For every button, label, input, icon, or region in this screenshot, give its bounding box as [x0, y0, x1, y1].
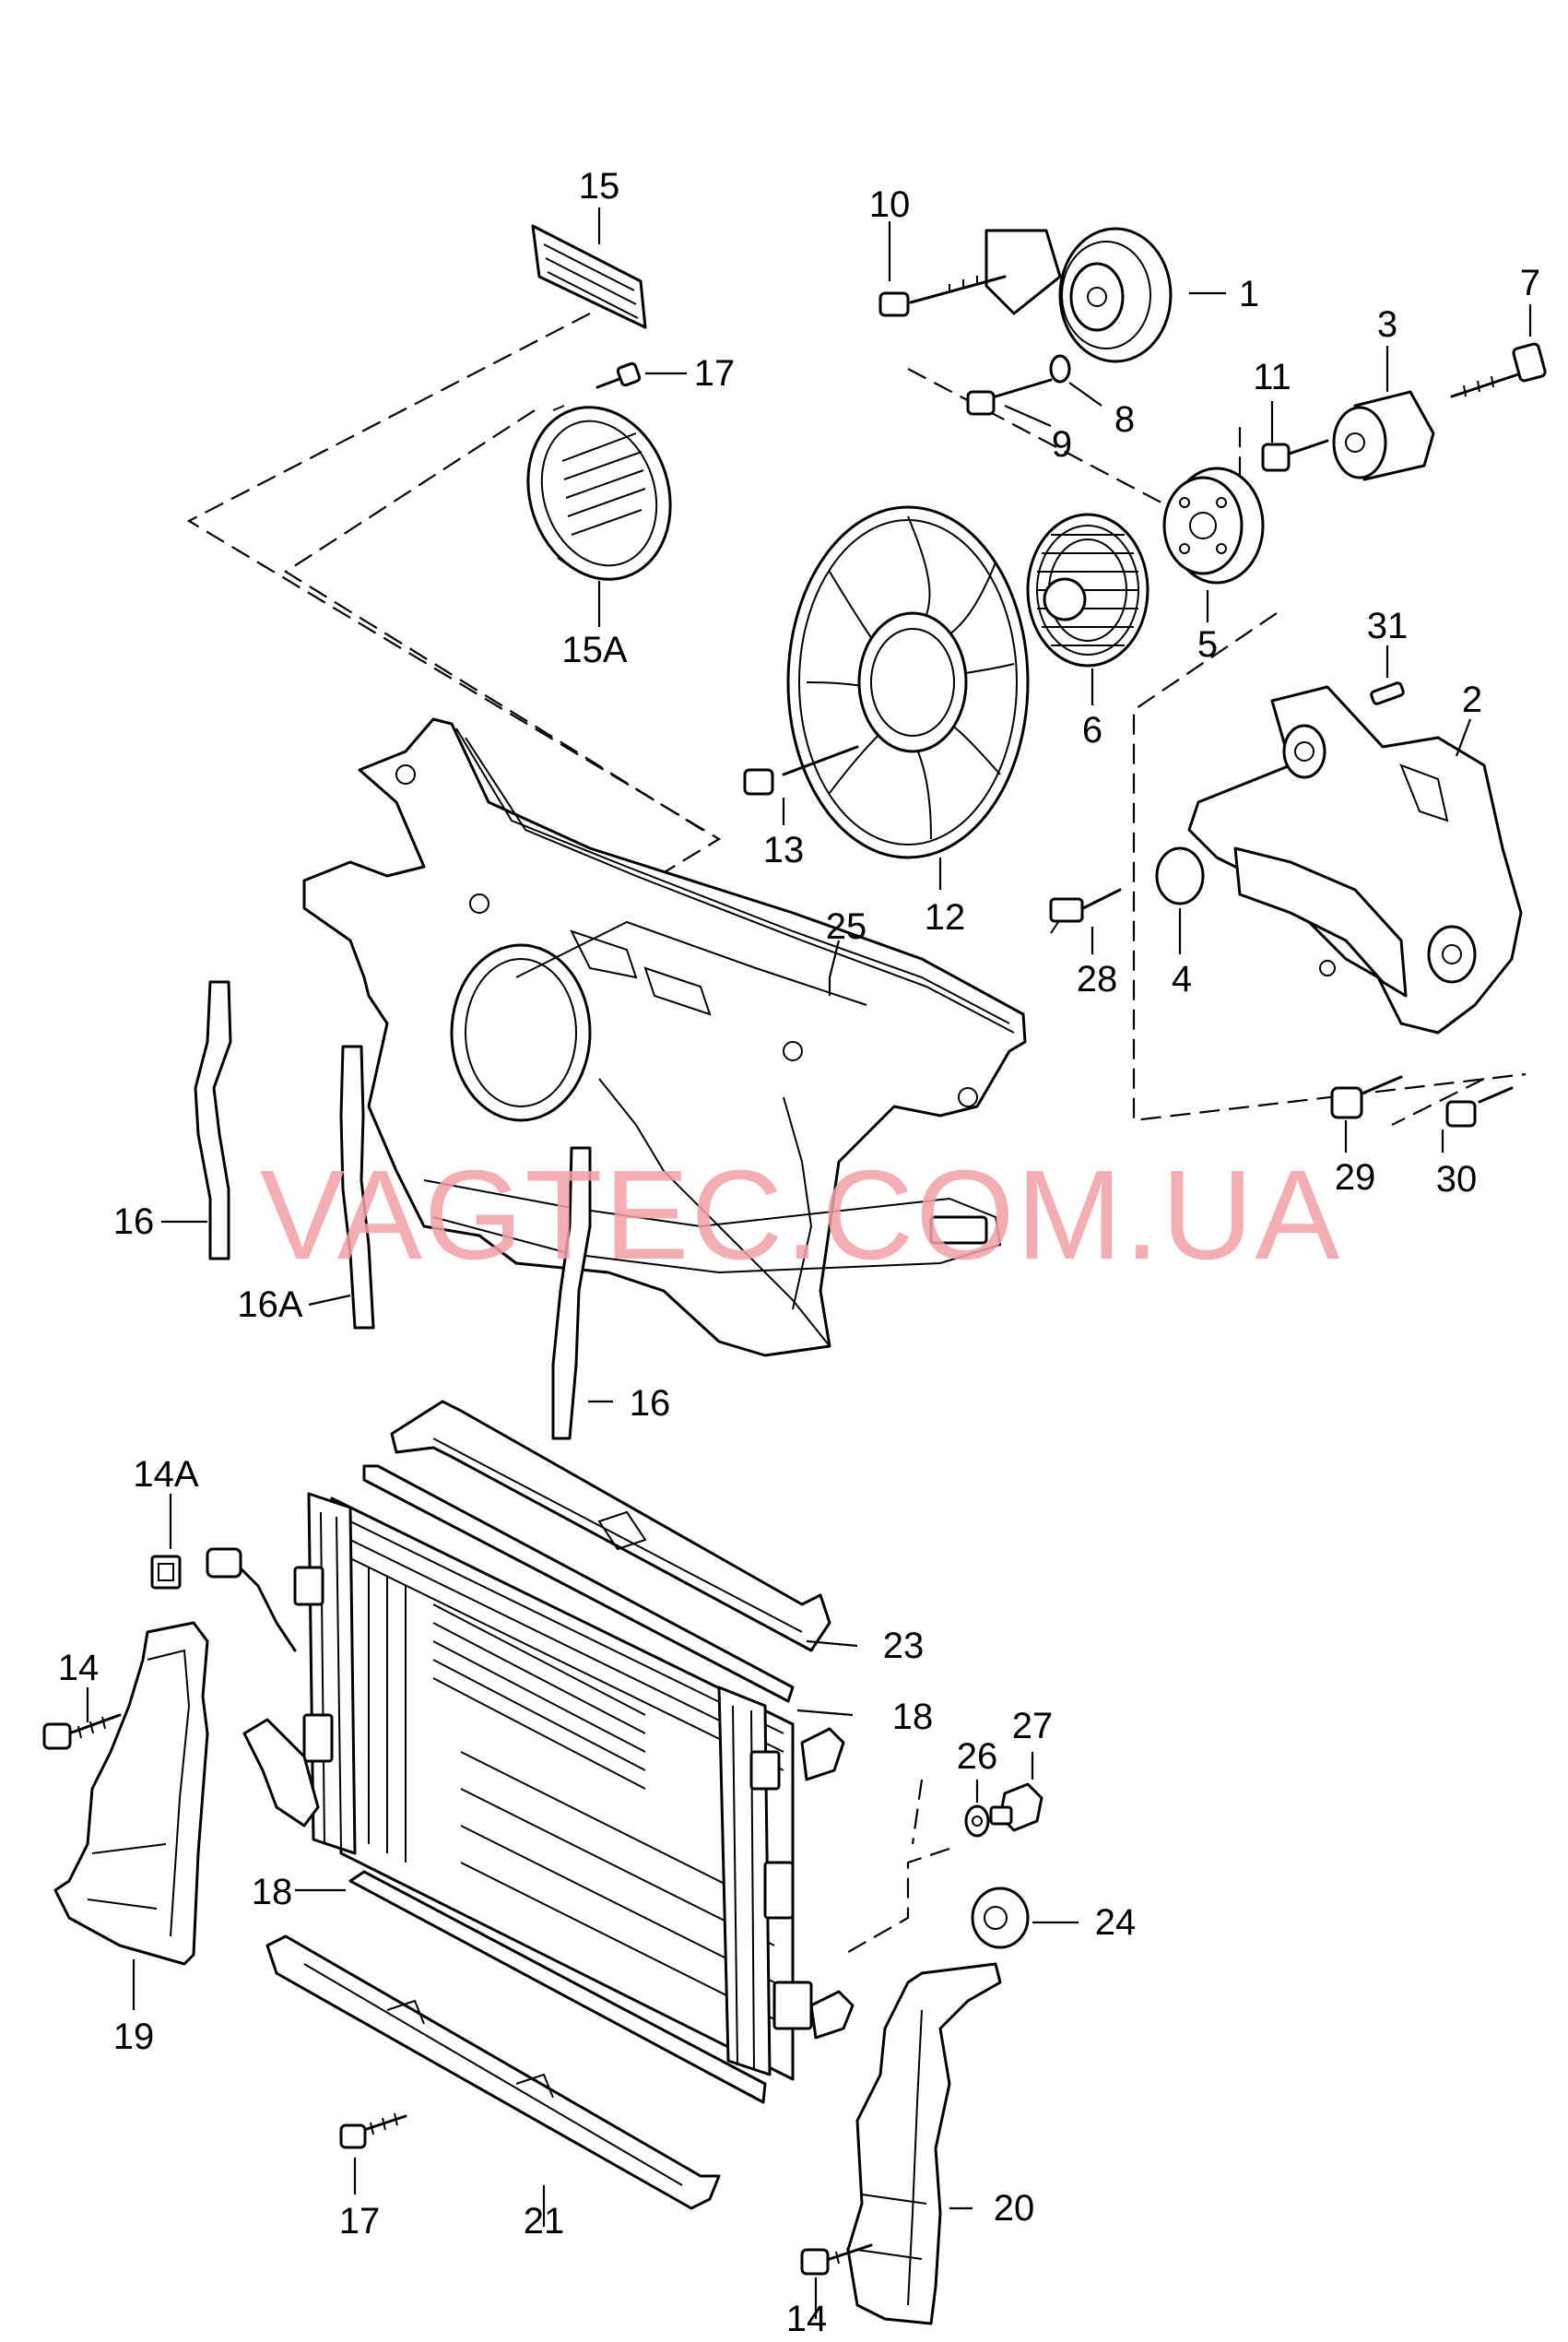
- part-25-lock-carrier: [302, 717, 1027, 1357]
- part-16-seal-right: [551, 1146, 592, 1440]
- callout-31: 31: [1367, 606, 1409, 646]
- callout-14A: 14A: [133, 1454, 198, 1495]
- callout-15A: 15A: [561, 630, 627, 670]
- part-3-damper: [1332, 390, 1435, 481]
- callout-18-upper: 18: [892, 1697, 934, 1737]
- part-6-viscous-coupling: [1026, 513, 1149, 668]
- part-4-plug: [1155, 846, 1205, 905]
- callout-14-right: 14: [786, 2299, 828, 2339]
- callout-24: 24: [1095, 1902, 1137, 1943]
- callout-6: 6: [1082, 710, 1102, 751]
- callout-5: 5: [1197, 624, 1218, 665]
- part-28-bolt: [1049, 888, 1122, 934]
- radiator-condenser-assembly: [206, 1492, 855, 2081]
- callout-23: 23: [883, 1626, 925, 1666]
- part-7-bolt: [1450, 342, 1547, 398]
- callout-1: 1: [1239, 274, 1259, 314]
- part-17-screw-top: [595, 361, 642, 389]
- callout-30: 30: [1436, 1159, 1478, 1200]
- part-12-fan: [786, 505, 1030, 859]
- part-20-right-air-duct: [846, 1962, 1002, 2325]
- callout-2: 2: [1462, 680, 1482, 720]
- callout-18-lower: 18: [252, 1872, 293, 1912]
- part-18-lower-seal: [348, 1870, 767, 2104]
- part-8-washer: [1049, 354, 1071, 384]
- part-14-bolt-left: [42, 1713, 122, 1750]
- callout-16-left: 16: [113, 1201, 155, 1242]
- callout-3: 3: [1377, 304, 1397, 345]
- part-16-seal-left: [194, 980, 232, 1260]
- part-19-left-air-duct: [53, 1621, 209, 1966]
- part-10-bolt: [878, 275, 1007, 317]
- part-26-washer: [964, 1804, 990, 1838]
- part-17-screw-bottom: [339, 2112, 407, 2149]
- part-31-pin: [1370, 681, 1405, 705]
- part-21-lower-air-guide: [265, 1934, 721, 2210]
- part-2-bracket: [1187, 685, 1523, 1035]
- leader-lines: [86, 207, 1532, 2319]
- callout-29: 29: [1335, 1157, 1376, 1198]
- part-9-bolt: [966, 378, 1053, 416]
- part-15-grille-insert: [531, 224, 647, 329]
- callout-27: 27: [1012, 1706, 1054, 1746]
- part-30-bolt: [1445, 1086, 1514, 1128]
- part-11-bolt: [1261, 439, 1329, 472]
- callout-9: 9: [1052, 424, 1072, 465]
- callout-26: 26: [957, 1736, 998, 1777]
- part-14-bolt-right: [800, 2243, 873, 2276]
- callout-21: 21: [524, 2201, 565, 2241]
- part-24-bushing: [971, 1887, 1030, 1949]
- callout-19: 19: [113, 2017, 155, 2057]
- part-1-pulley-bracket: [984, 227, 1173, 363]
- part-5-hub: [1162, 467, 1265, 585]
- callout-4: 4: [1172, 959, 1192, 999]
- watermark-text: VAGTEC.COM.UA: [260, 1144, 1342, 1286]
- callout-10: 10: [869, 184, 911, 225]
- callout-11: 11: [1253, 357, 1291, 397]
- callout-16A: 16A: [237, 1284, 302, 1325]
- callout-16-right: 16: [630, 1383, 671, 1424]
- part-15A-round-grille: [526, 405, 672, 581]
- part-29-nut: [1330, 1075, 1403, 1119]
- part-23-upper-air-guide: [390, 1400, 831, 1652]
- callout-28: 28: [1077, 959, 1118, 999]
- part-13-bolt: [743, 745, 859, 796]
- callout-20: 20: [994, 2188, 1035, 2229]
- callout-15: 15: [579, 166, 620, 207]
- callout-7: 7: [1520, 263, 1540, 303]
- callout-17-bottom: 17: [339, 2201, 381, 2241]
- part-16A-seal: [339, 1045, 375, 1330]
- callout-17-top: 17: [694, 353, 736, 394]
- callout-25: 25: [826, 906, 867, 947]
- callout-8: 8: [1114, 399, 1135, 440]
- callout-13: 13: [763, 830, 805, 870]
- callout-14-left: 14: [58, 1648, 100, 1688]
- callout-12: 12: [925, 897, 966, 938]
- callout-labels: 15 17 15A 10 1 3 7 11 8 9 5 6 31 2 13 12…: [58, 166, 1540, 2339]
- part-18-upper-seal: [362, 1464, 795, 1703]
- part-27-bolt: [989, 1782, 1043, 1832]
- part-14A-clip: [150, 1555, 182, 1590]
